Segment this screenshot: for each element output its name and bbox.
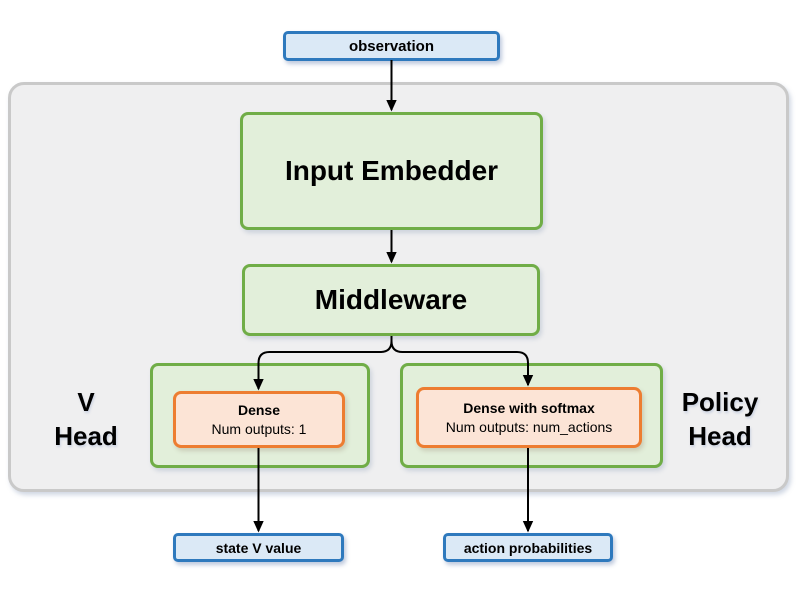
node-state-v-value: state V value	[173, 533, 344, 562]
node-input-embedder: Input Embedder	[240, 112, 543, 230]
node-dense-v-subtitle: Num outputs: 1	[211, 420, 307, 437]
node-observation-label: observation	[348, 37, 435, 55]
node-state-v-value-label: state V value	[215, 539, 302, 556]
arrow-middleware-to-dense-v	[253, 336, 393, 391]
arrow-middleware-to-dense-policy	[390, 336, 534, 387]
node-dense-policy: Dense with softmax Num outputs: num_acti…	[416, 387, 642, 448]
node-dense-policy-subtitle: Num outputs: num_actions	[445, 418, 613, 435]
policy-head-label-line2: Head	[688, 421, 752, 451]
node-dense-v: Dense Num outputs: 1	[173, 391, 345, 448]
node-dense-policy-title: Dense with softmax	[463, 399, 595, 416]
node-observation: observation	[283, 31, 500, 61]
node-action-probabilities-label: action probabilities	[463, 539, 593, 556]
policy-head-label: Policy Head	[663, 385, 777, 453]
policy-head-label-line1: Policy	[681, 387, 759, 417]
node-action-probabilities: action probabilities	[443, 533, 613, 562]
v-head-label: V Head	[36, 385, 136, 453]
node-input-embedder-label: Input Embedder	[284, 155, 499, 186]
node-dense-v-title: Dense	[237, 401, 281, 418]
v-head-label-line2: Head	[54, 421, 118, 451]
node-middleware-label: Middleware	[314, 284, 468, 315]
node-middleware: Middleware	[242, 264, 540, 336]
v-head-label-line1: V	[77, 387, 95, 417]
